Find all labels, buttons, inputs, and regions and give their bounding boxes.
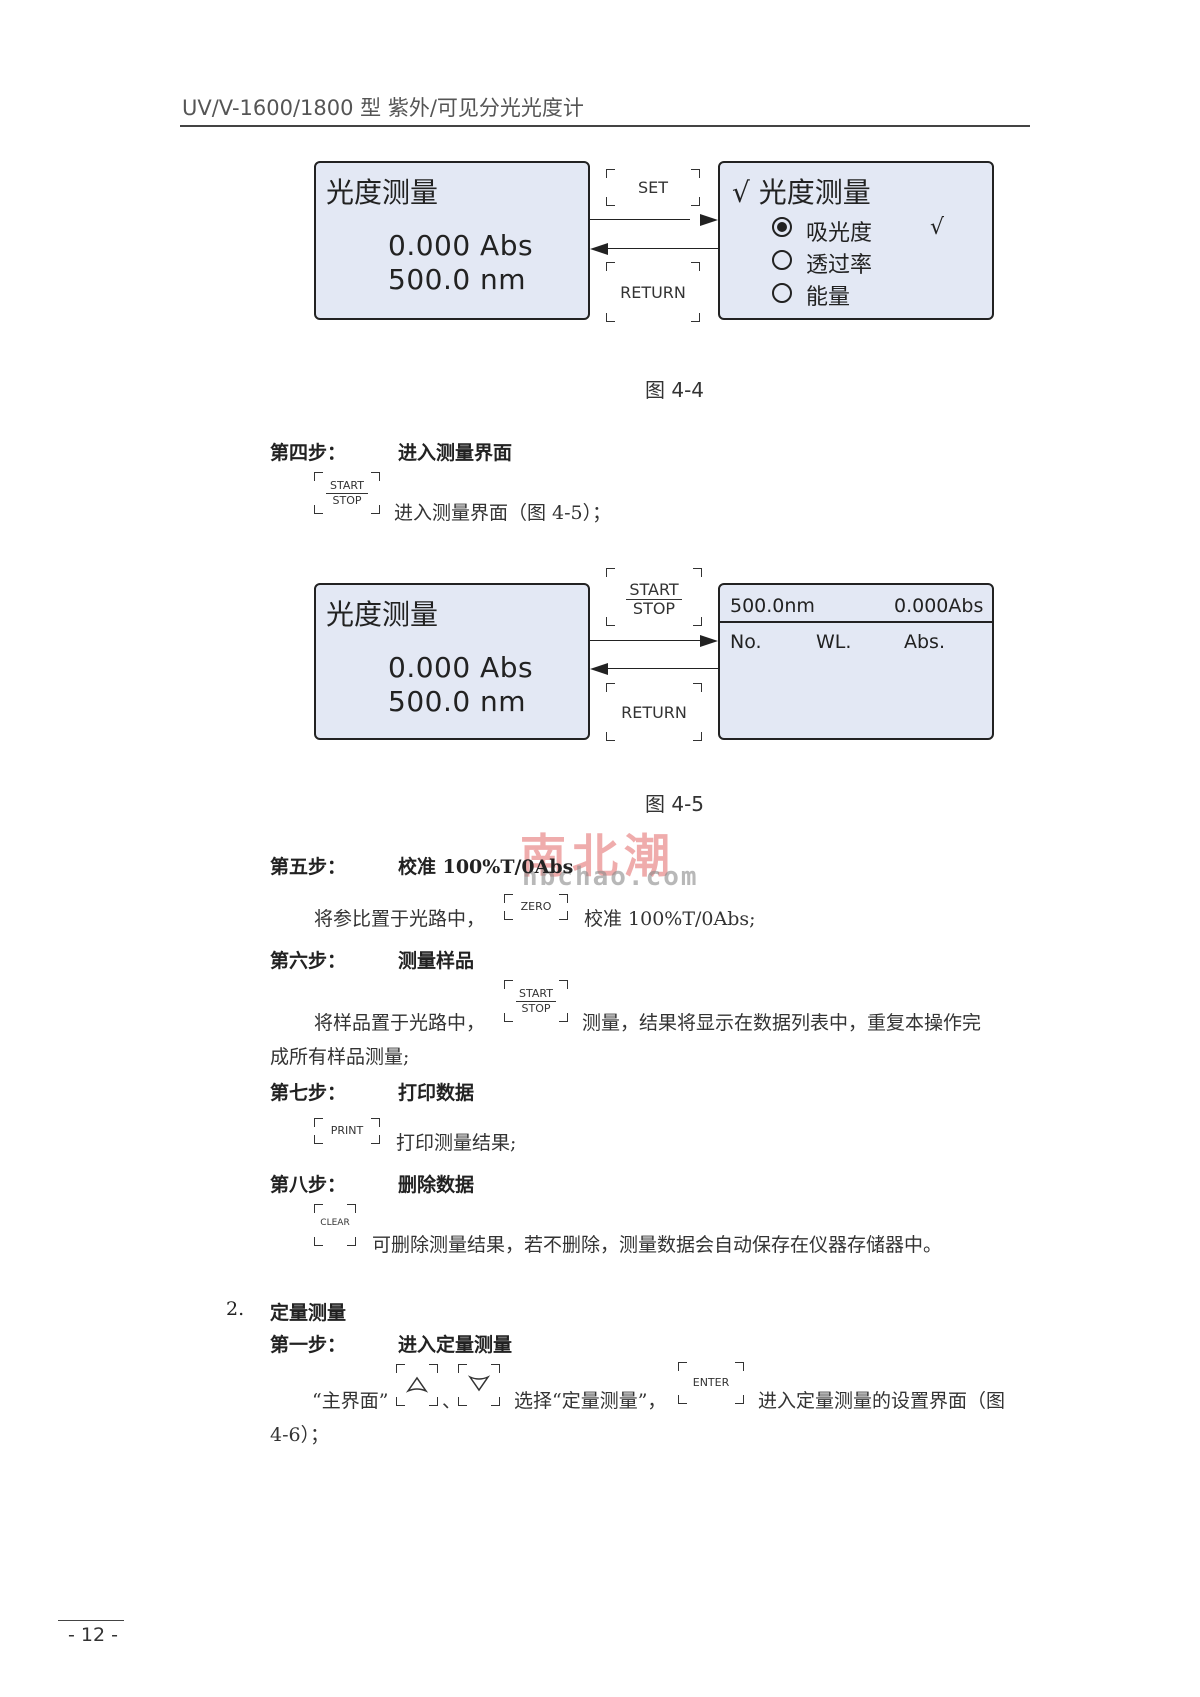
step-title: 进入定量测量: [398, 1334, 513, 1356]
print-key[interactable]: PRINT: [314, 1118, 380, 1144]
step-title: 测量样品: [398, 950, 475, 972]
option-transmittance: 透过率: [806, 253, 873, 278]
step8-text: 可删除测量结果，若不删除，测量数据会自动保存在仪器存储器中。: [372, 1234, 943, 1256]
arrow-back: [608, 248, 718, 249]
section2-text-main: “主界面”: [312, 1390, 389, 1412]
lcd-title: 光度测量: [326, 598, 439, 631]
arrow-forward: [590, 640, 700, 641]
header-rule: [180, 125, 1030, 127]
key-label-stop: STOP: [632, 599, 676, 618]
section-title: 定量测量: [270, 1302, 347, 1324]
section2-text-line2: 4-6）；: [270, 1424, 330, 1446]
zero-key-label: ZERO: [520, 900, 552, 913]
step7-text: 打印测量结果;: [396, 1132, 517, 1154]
lcd-divider: [720, 621, 992, 623]
return-key-label: RETURN: [621, 703, 687, 722]
section-number: 2.: [226, 1298, 245, 1320]
step-title: 校准 100%T/0Abs: [398, 856, 574, 878]
fig45-left-screen: 光度测量 0.000 Abs 500.0 nm: [314, 583, 590, 740]
step-label: 第四步：: [270, 442, 347, 464]
lcd-wavelength-value: 500.0 nm: [388, 685, 527, 718]
fig44-right-screen: √ 光度测量 吸光度 √ 透过率 能量: [718, 161, 994, 320]
option-checkmark: √: [930, 215, 945, 240]
watermark-logo-en: nbchao.com: [522, 862, 699, 892]
lcd-abs-value: 0.000 Abs: [388, 651, 534, 684]
lcd-wavelength: 500.0nm: [730, 595, 815, 617]
up-key[interactable]: [396, 1364, 438, 1406]
clear-key[interactable]: CLEAR: [314, 1204, 356, 1246]
key-label-stop: STOP: [332, 494, 362, 507]
arrow-forward-head: [700, 635, 718, 647]
col-header-wl: WL.: [816, 631, 852, 653]
return-key[interactable]: RETURN: [606, 262, 700, 322]
step4-text: 进入测量界面（图 4-5）；: [394, 502, 612, 524]
key-divider: [626, 599, 682, 600]
arrow-forward-head: [700, 214, 718, 226]
start-stop-key[interactable]: START STOP: [504, 980, 568, 1022]
enter-key-label: ENTER: [692, 1376, 730, 1389]
lcd-wavelength-value: 500.0 nm: [388, 263, 527, 296]
return-key[interactable]: RETURN: [606, 683, 702, 741]
section2-text-enter: 进入定量测量的设置界面（图: [758, 1390, 1006, 1412]
document-header-title: UV/V-1600/1800 型 紫外/可见分光光度计: [182, 96, 584, 120]
key-label-start: START: [519, 987, 553, 1000]
step-label: 第八步：: [270, 1174, 347, 1196]
step6-text-line2: 成所有样品测量;: [270, 1046, 410, 1068]
arrow-forward: [590, 219, 690, 220]
section2-text-select: 选择“定量测量”，: [514, 1390, 667, 1412]
key-divider: [326, 493, 368, 494]
option-energy: 能量: [806, 285, 851, 310]
footer-rule: [58, 1620, 124, 1621]
radio-icon: [772, 283, 792, 303]
step5-text-before: 将参比置于光路中，: [314, 908, 486, 930]
return-key-label: RETURN: [620, 283, 686, 302]
down-key[interactable]: [458, 1364, 500, 1406]
lcd-menu-title: √ 光度测量: [732, 176, 871, 209]
step-title: 删除数据: [398, 1174, 475, 1196]
set-key[interactable]: SET: [606, 169, 700, 206]
lcd-abs: 0.000Abs: [894, 595, 984, 617]
start-stop-key[interactable]: START STOP: [606, 568, 702, 626]
key-label-start: START: [629, 580, 679, 599]
figure-caption: 图 4-4: [645, 378, 705, 402]
col-header-abs: Abs.: [904, 631, 945, 653]
fig45-right-screen: 500.0nm 0.000Abs No. WL. Abs.: [718, 583, 994, 740]
key-label-start: START: [330, 479, 364, 492]
key-label-stop: STOP: [521, 1002, 551, 1015]
step-label: 第七步：: [270, 1082, 347, 1104]
step-title: 打印数据: [398, 1082, 475, 1104]
step6-text-after: 测量，结果将显示在数据列表中，重复本操作完: [582, 1012, 982, 1034]
clear-key-label: CLEAR: [320, 1218, 350, 1228]
arrow-back-head: [590, 243, 608, 255]
step-title: 进入测量界面: [398, 442, 513, 464]
watermark-logo-cn: 南北潮: [520, 829, 676, 883]
col-header-no: No.: [730, 631, 762, 653]
enter-key[interactable]: ENTER: [678, 1362, 744, 1404]
arrow-back-head: [590, 663, 608, 675]
radio-selected-icon: [772, 217, 792, 237]
lcd-abs-value: 0.000 Abs: [388, 229, 534, 262]
up-arrow-icon: [405, 1376, 429, 1393]
zero-key[interactable]: ZERO: [504, 894, 568, 920]
print-key-label: PRINT: [330, 1124, 364, 1137]
down-arrow-icon: [467, 1375, 491, 1392]
start-stop-key[interactable]: START STOP: [314, 472, 380, 514]
step-label: 第六步：: [270, 950, 347, 972]
key-divider: [516, 1001, 556, 1002]
page-number: - 12 -: [68, 1624, 118, 1646]
step-label: 第五步：: [270, 856, 347, 878]
step6-text-before: 将样品置于光路中，: [314, 1012, 486, 1034]
radio-icon: [772, 250, 792, 270]
fig44-left-screen: 光度测量 0.000 Abs 500.0 nm: [314, 161, 590, 320]
set-key-label: SET: [637, 178, 669, 197]
step5-text-after: 校准 100%T/0Abs;: [584, 908, 756, 930]
option-absorbance: 吸光度: [806, 221, 873, 246]
step-label: 第一步：: [270, 1334, 347, 1356]
figure-caption: 图 4-5: [645, 792, 705, 816]
arrow-back: [608, 668, 718, 669]
separator: 、: [442, 1390, 462, 1412]
lcd-title: 光度测量: [326, 176, 439, 209]
